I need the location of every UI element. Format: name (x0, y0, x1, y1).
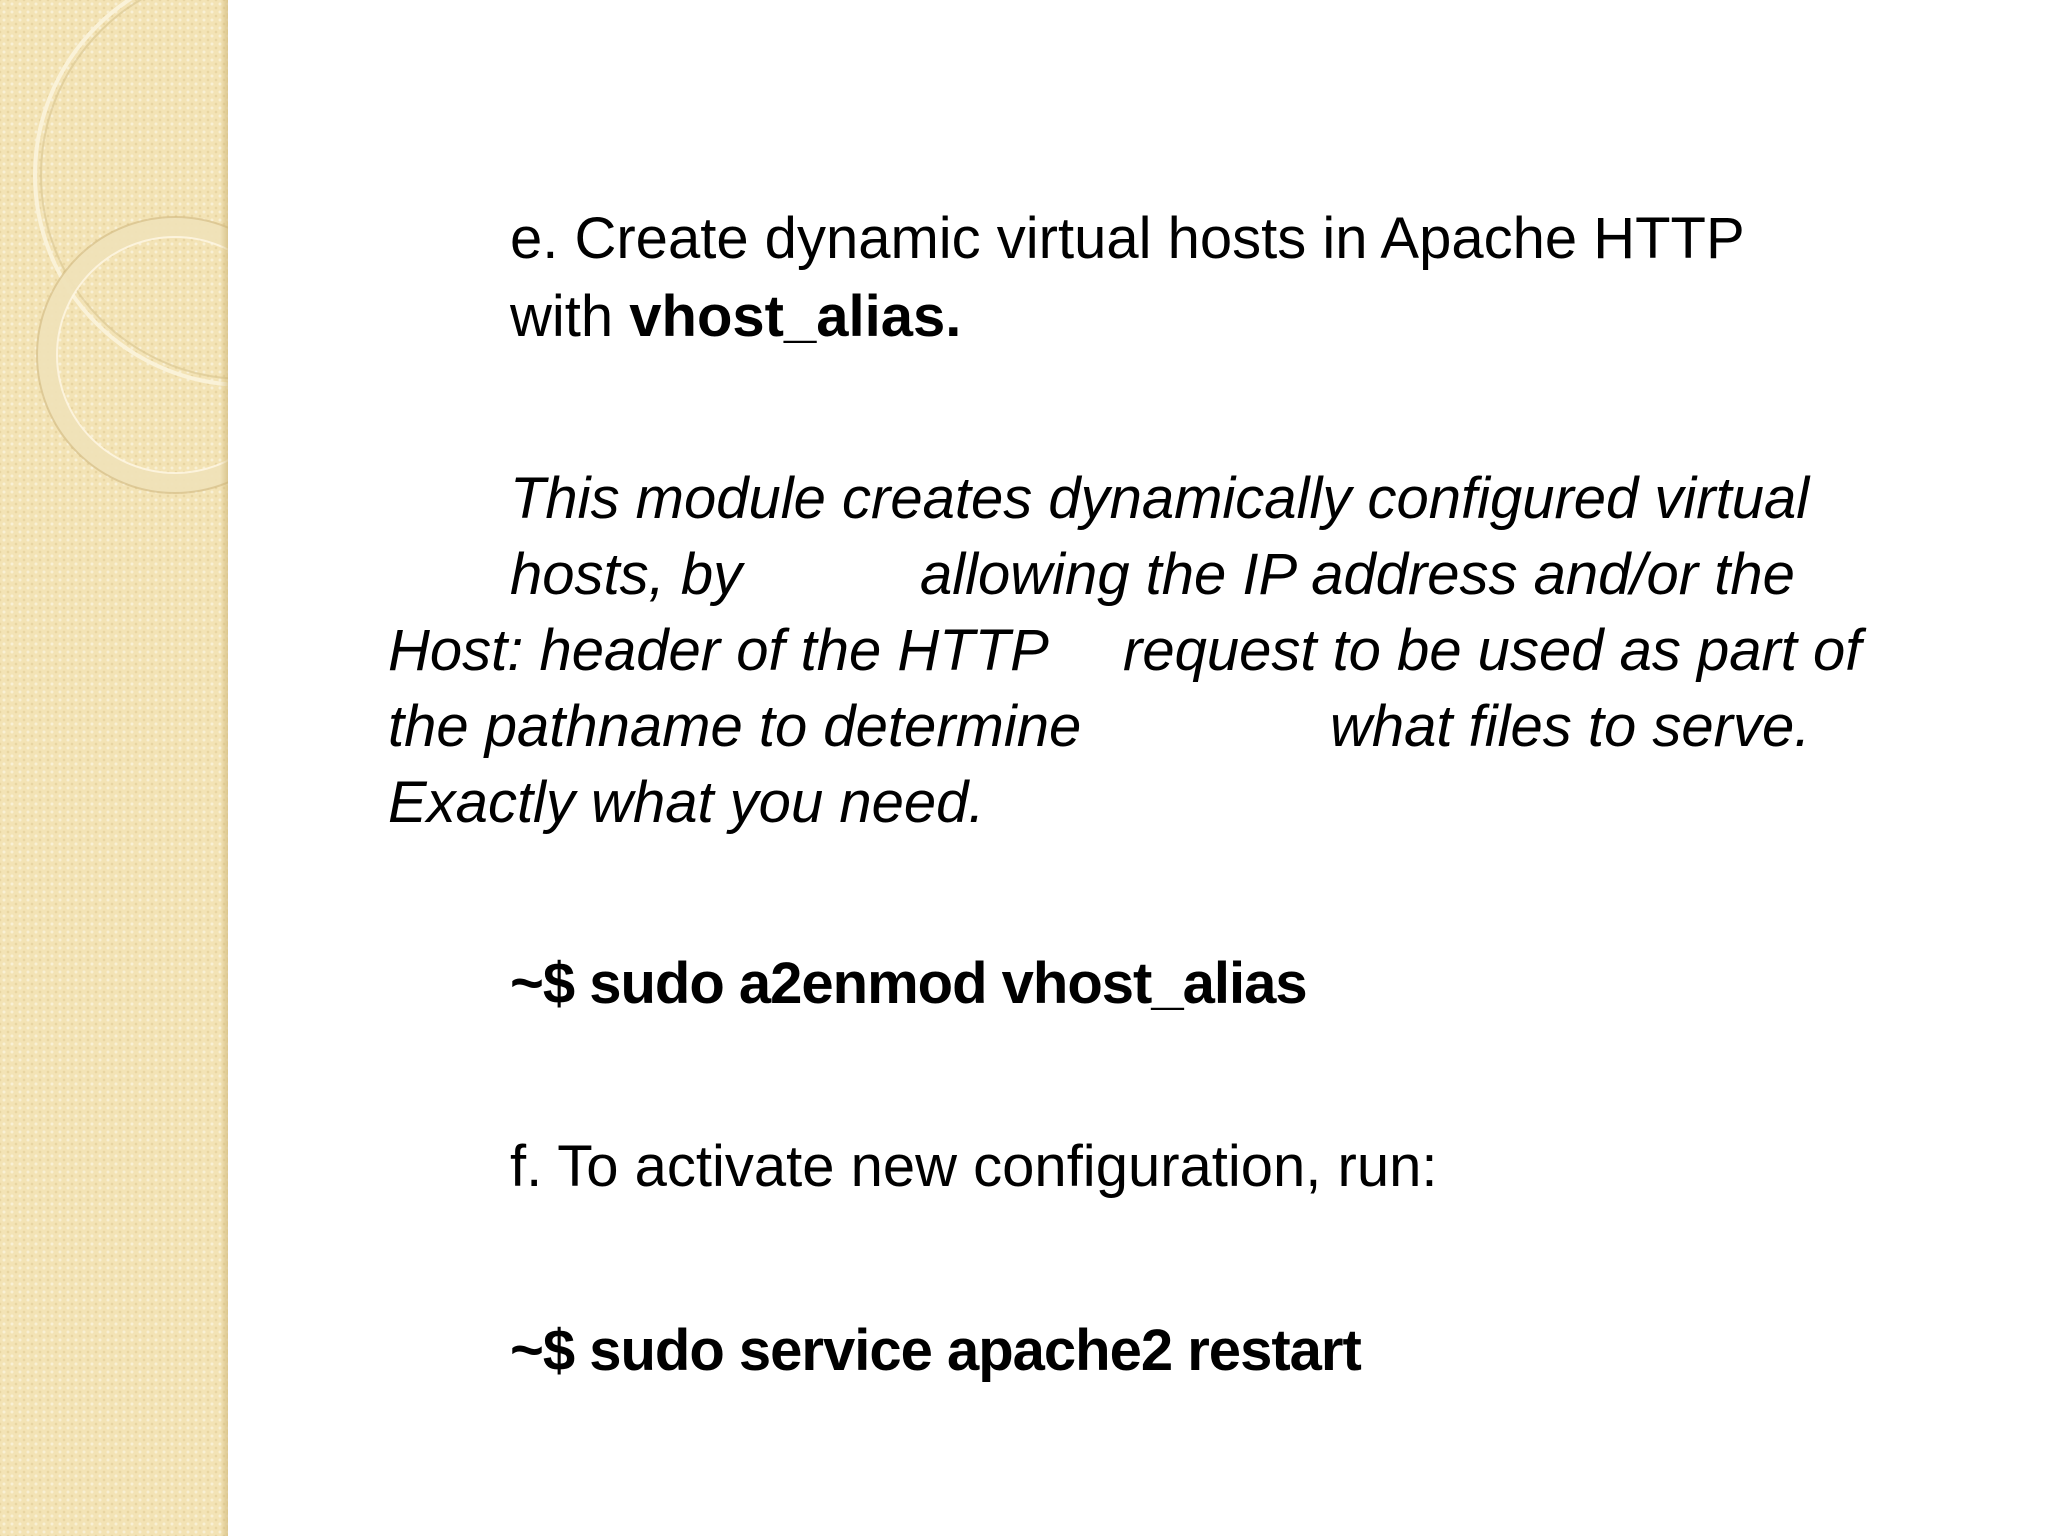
description-line2a: hosts, by (510, 542, 743, 607)
decorative-side-panel (0, 0, 228, 1536)
item-e-module-name: vhost_alias. (629, 284, 962, 349)
command-enable-module: ~$ sudo a2enmod vhost_alias (510, 951, 1308, 1016)
description-line2b: allowing the IP address and/or the (920, 542, 1795, 607)
item-e-line2-prefix: with (510, 284, 630, 349)
command-restart-apache: ~$ sudo service apache2 restart (510, 1318, 1362, 1383)
description-line4b: what files to serve. (1330, 694, 1811, 759)
description-line5: Exactly what you need. (388, 770, 985, 835)
item-f-text: f. To activate new configuration, run: (510, 1134, 1438, 1199)
decorative-rings-graphic (33, 0, 228, 494)
description-line3b: request to be used as part of (1123, 618, 1862, 683)
description-line3a: Host: header of the HTTP (388, 618, 1049, 683)
description-line4a: the pathname to determine (388, 694, 1082, 759)
item-e-line2: with vhost_alias. (510, 288, 961, 346)
item-e-line1: e. Create dynamic virtual hosts in Apach… (510, 206, 1745, 271)
description-line1: This module creates dynamically configur… (510, 466, 1810, 531)
